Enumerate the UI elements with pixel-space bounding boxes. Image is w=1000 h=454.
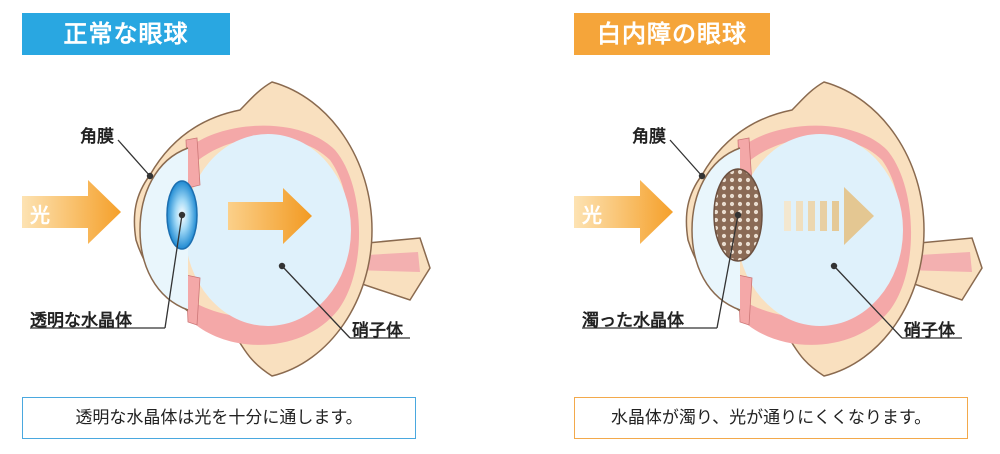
normal-lens-label: 透明な水晶体 (30, 311, 132, 331)
cataract-eye (574, 81, 983, 377)
light-arrow-inner (228, 188, 312, 244)
lens-leader (164, 214, 183, 329)
blocked-light-arrow (784, 187, 874, 245)
cornea-leader (117, 139, 151, 177)
normal-light-label: 光 (30, 203, 50, 227)
cataract-light-label: 光 (582, 203, 602, 227)
cataract-cornea-label: 角膜 (632, 127, 666, 147)
normal-eye (22, 81, 431, 377)
light-arrow-outer (22, 180, 121, 244)
normal-vitreous-label: 硝子体 (352, 321, 403, 341)
cornea-leader (669, 139, 703, 177)
lens-leader (716, 214, 739, 329)
cataract-lens-label: 濁った水晶体 (582, 311, 684, 331)
light-arrow-outer (574, 180, 673, 244)
cataract-vitreous-label: 硝子体 (904, 321, 955, 341)
cataract-eye-title: 白内障の眼球 (574, 13, 770, 55)
cataract-caption: 水晶体が濁り、光が通りにくくなります。 (574, 397, 968, 439)
normal-eye-title: 正常な眼球 (22, 13, 230, 55)
normal-caption: 透明な水晶体は光を十分に通します。 (22, 397, 416, 439)
vitreous-leader (281, 265, 351, 339)
vitreous-leader (833, 265, 903, 339)
normal-cornea-label: 角膜 (80, 127, 114, 147)
